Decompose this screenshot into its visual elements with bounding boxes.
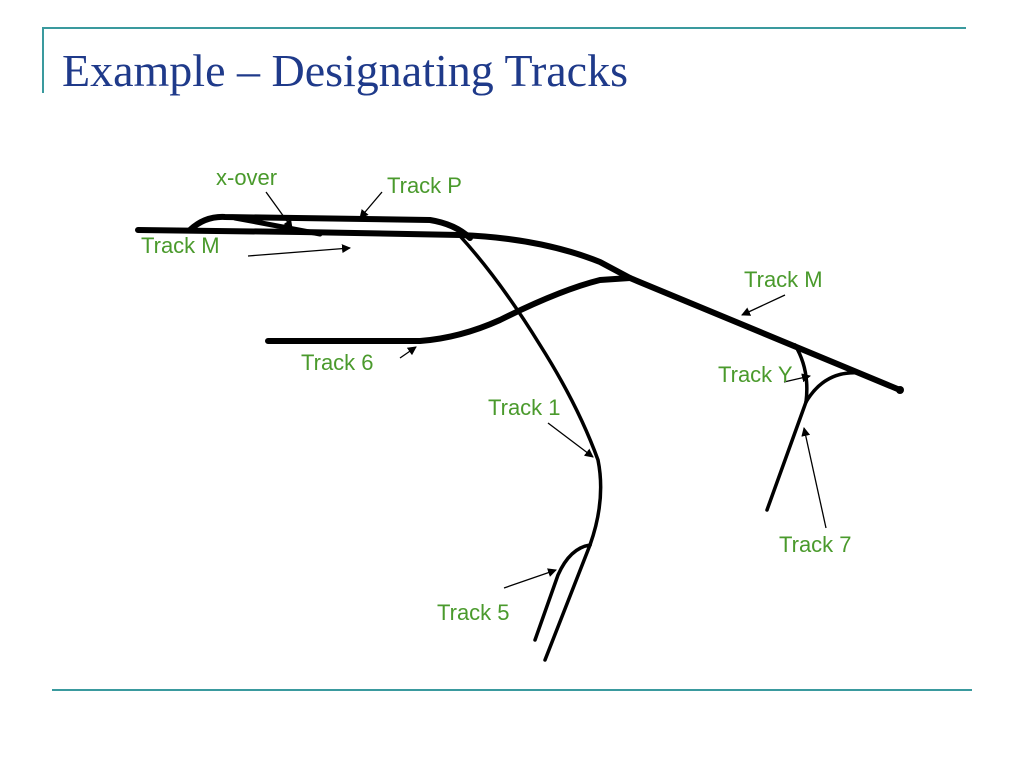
pointer-track-1 — [547, 422, 594, 458]
label-track-m-left: Track M — [141, 233, 220, 258]
track-5-right — [543, 543, 592, 662]
label-track-6: Track 6 — [301, 350, 374, 375]
label-track-7: Track 7 — [779, 532, 852, 557]
pointer-track-6 — [399, 346, 417, 359]
frame-left-rule — [42, 27, 44, 93]
label-track-5: Track 5 — [437, 600, 510, 625]
pointer-track-5 — [503, 568, 557, 589]
frame-bottom-rule — [52, 689, 972, 691]
track-m-end-cap — [896, 386, 904, 394]
track-6 — [265, 275, 633, 344]
label-track-m-right: Track M — [744, 267, 823, 292]
track-p-siding — [187, 213, 473, 241]
track-y-tail — [804, 371, 862, 404]
crossover — [232, 215, 323, 237]
pointer-track-m-left — [247, 244, 351, 257]
label-track-p: Track P — [387, 173, 462, 198]
track-7 — [765, 400, 808, 512]
track-y — [793, 343, 809, 404]
pointer-track-p — [359, 191, 383, 219]
pointer-x-over — [265, 191, 293, 229]
pointer-track-7 — [801, 427, 827, 529]
label-x-over: x-over — [216, 165, 277, 190]
label-track-y: Track Y — [718, 362, 793, 387]
pointer-track-m-right — [741, 294, 786, 316]
label-track-1: Track 1 — [488, 395, 561, 420]
frame-top-rule — [42, 27, 966, 29]
slide-title: Example – Designating Tracks — [62, 45, 628, 96]
track-1 — [458, 234, 603, 547]
track-5-left — [533, 543, 592, 642]
pointer-track-y — [783, 373, 811, 383]
